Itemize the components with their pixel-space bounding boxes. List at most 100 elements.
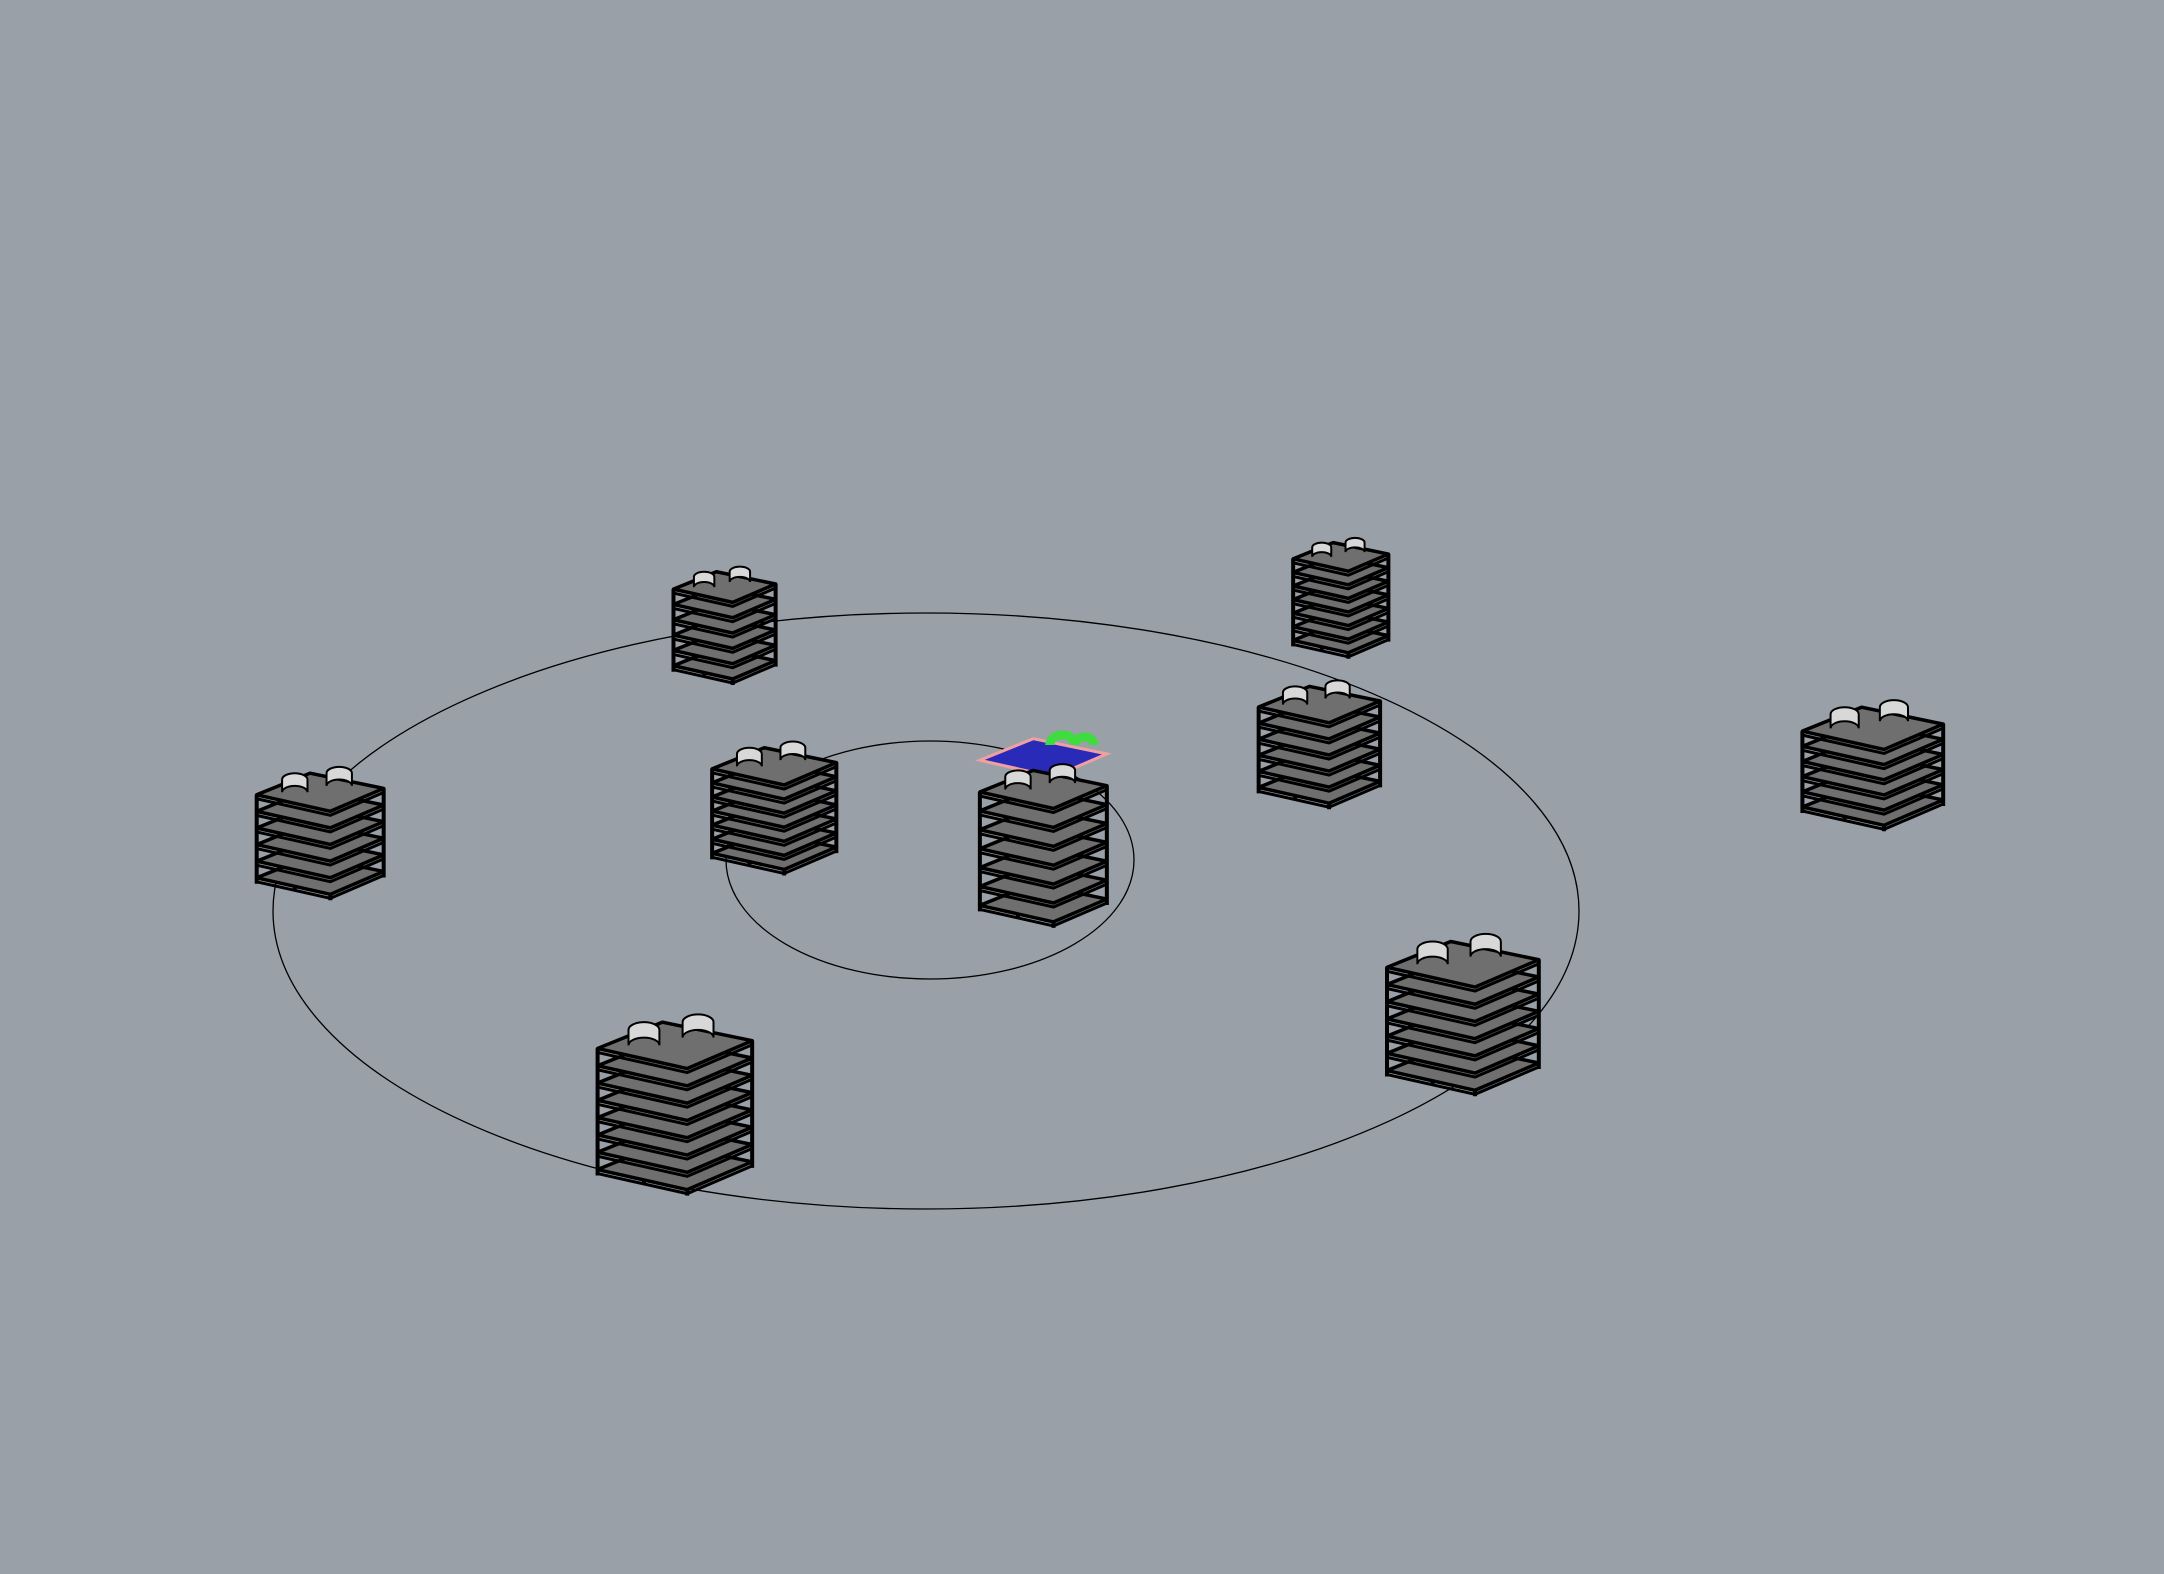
curved-wall <box>1416 940 1449 965</box>
slab-edge <box>255 838 386 867</box>
building-8[interactable] <box>1385 933 1541 1097</box>
selected-wall-highlight <box>1045 730 1099 746</box>
slab-edge <box>710 833 838 861</box>
slab-edge <box>596 1144 754 1178</box>
curved-wall <box>1469 933 1502 957</box>
slab-edge <box>1291 594 1390 618</box>
slab-edge <box>596 1040 754 1075</box>
building-3[interactable] <box>254 765 386 901</box>
building-7[interactable] <box>1800 699 1946 832</box>
roof-walls <box>281 765 353 793</box>
roof-walls <box>1829 699 1909 729</box>
slab-edge <box>1257 733 1382 761</box>
slab-edge <box>671 584 778 608</box>
curved-wall <box>1048 763 1077 784</box>
slab-edge <box>1291 554 1390 577</box>
roof-walls <box>1281 679 1351 705</box>
slab-edge <box>978 804 1109 833</box>
curved-wall <box>681 1013 715 1038</box>
slab-edge <box>255 871 386 900</box>
curved-wall <box>325 765 353 787</box>
curved-wall <box>728 565 752 583</box>
slab-edge <box>671 645 778 670</box>
slab-edge <box>1385 1062 1541 1096</box>
slab-edge <box>596 1161 754 1196</box>
slab-edge <box>1257 749 1382 777</box>
slab-edge <box>596 1127 754 1161</box>
curved-wall <box>1311 541 1333 558</box>
slab-edge <box>978 785 1109 815</box>
slab-edge <box>1291 635 1390 659</box>
slab-edge <box>1800 799 1945 831</box>
outer-ring-curve[interactable] <box>272 612 1580 1210</box>
slab-edge <box>596 1092 754 1127</box>
curved-wall <box>281 772 309 793</box>
curved-wall <box>1324 679 1351 699</box>
slab-edge <box>978 823 1109 852</box>
slab-edge <box>1800 769 1945 801</box>
curved-wall <box>1004 769 1032 790</box>
slab-edge <box>671 599 778 624</box>
slab-edge <box>255 821 386 851</box>
slab-edge <box>1800 724 1945 756</box>
slab-edge <box>710 762 838 791</box>
curved-wall <box>692 570 716 588</box>
slab-edge <box>1385 994 1541 1028</box>
slab-edge <box>1291 567 1390 591</box>
roof-walls <box>1004 763 1077 790</box>
slab-edge <box>596 1058 754 1092</box>
slab-edge <box>596 1075 754 1109</box>
slab-edge <box>1800 739 1945 771</box>
slab-edge <box>255 805 386 834</box>
roof-walls <box>1311 536 1366 558</box>
curved-wall <box>779 740 807 761</box>
curved-wall <box>735 746 763 767</box>
slab-edge <box>1385 1028 1541 1062</box>
slab-edge <box>710 776 838 805</box>
building-9[interactable] <box>595 1013 755 1196</box>
building-4[interactable] <box>710 740 839 876</box>
slab-edge <box>1385 1045 1541 1079</box>
slab-edge <box>1257 717 1382 745</box>
slab-edge <box>671 660 778 685</box>
slab-edge <box>255 854 386 884</box>
slab-edge <box>710 804 838 833</box>
building-1[interactable] <box>671 565 778 686</box>
slab-edge <box>1291 608 1390 632</box>
slab-edge <box>1800 754 1945 786</box>
roof-walls <box>1416 933 1502 965</box>
slab-edge <box>1800 784 1945 816</box>
slab-edge <box>1385 959 1541 993</box>
slab-edge <box>978 861 1109 890</box>
slab-edge <box>596 1109 754 1144</box>
slab-edge <box>1385 1011 1541 1045</box>
slab-edge <box>1291 622 1390 645</box>
slab-edge <box>1291 581 1390 604</box>
curved-wall <box>1878 699 1909 722</box>
slab-edge <box>710 847 838 876</box>
curved-wall <box>1829 706 1860 729</box>
slab-edge <box>978 899 1109 928</box>
slab-edge <box>978 880 1109 909</box>
slab-edge <box>671 629 778 654</box>
slab-edge <box>671 614 778 639</box>
roof-walls <box>627 1013 715 1046</box>
building-2[interactable] <box>1291 536 1391 659</box>
curved-wall <box>1281 685 1309 705</box>
slab-edge <box>1257 781 1382 809</box>
slab-edge <box>710 818 838 847</box>
slab-edge <box>1257 765 1382 793</box>
slab-edge <box>978 842 1109 871</box>
building-5[interactable] <box>974 730 1112 928</box>
building-6[interactable] <box>1256 679 1383 810</box>
slab-edge <box>710 790 838 819</box>
slab-edge <box>1385 976 1541 1010</box>
roof-walls <box>735 740 807 767</box>
slab-edge <box>255 788 386 817</box>
curved-wall <box>627 1021 661 1046</box>
curved-wall <box>1344 536 1366 553</box>
slab-edge <box>1257 700 1382 729</box>
roof-walls <box>692 565 752 588</box>
